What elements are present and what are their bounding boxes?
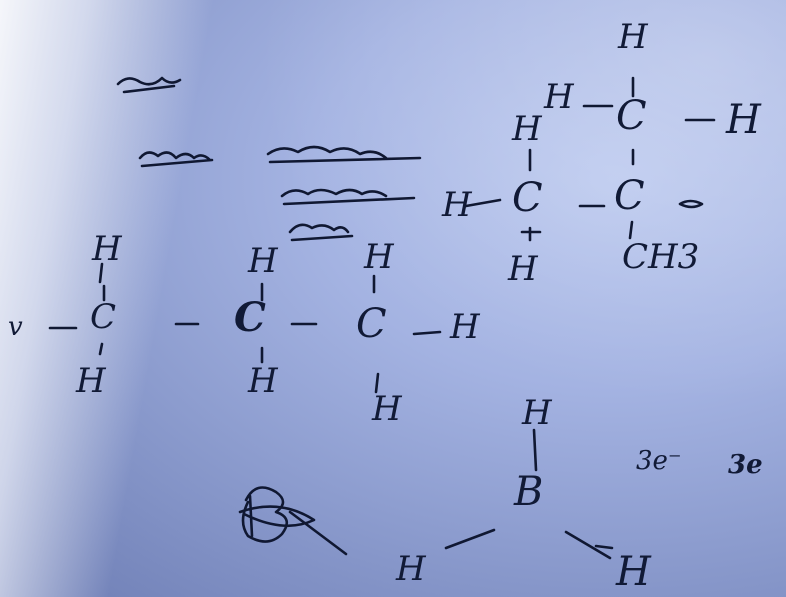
c-atom: C bbox=[512, 175, 543, 221]
scribble-ch3 bbox=[116, 76, 182, 94]
crossed-b-scribble bbox=[238, 486, 348, 556]
scribble-formula-2 bbox=[280, 188, 416, 206]
c-atom: C bbox=[616, 93, 647, 139]
scribble-c3h8-2 bbox=[288, 223, 354, 242]
electron-note: 3e⁻ bbox=[636, 446, 682, 476]
h-atom: H bbox=[508, 249, 538, 289]
h-atom: H bbox=[442, 185, 472, 225]
c-atom: C bbox=[90, 297, 117, 337]
h-atom: H bbox=[372, 389, 402, 429]
h-atom: H bbox=[512, 109, 542, 149]
c-atom: C bbox=[356, 301, 387, 347]
c-atom: C bbox=[234, 294, 266, 341]
b-atom: B bbox=[514, 469, 544, 515]
h-atom: H bbox=[76, 361, 106, 401]
h-atom: H bbox=[726, 97, 761, 143]
electron-note-bold: 3e bbox=[728, 450, 763, 480]
h-atom: H bbox=[618, 17, 648, 57]
h-atom: H bbox=[544, 77, 574, 117]
h-atom: H bbox=[364, 237, 394, 277]
ch3-group: CH3 bbox=[622, 237, 700, 277]
h-atom: H bbox=[522, 393, 552, 433]
c-atom: C bbox=[614, 173, 645, 219]
h-atom: H bbox=[396, 549, 426, 589]
scribble-c3h8 bbox=[138, 151, 214, 168]
h-atom: H bbox=[248, 241, 278, 281]
bond-stub: v bbox=[8, 312, 23, 342]
h-atom: H bbox=[248, 361, 278, 401]
h-atom: H bbox=[92, 229, 122, 269]
h-atom: H bbox=[616, 549, 651, 595]
h-atom: H bbox=[450, 307, 480, 347]
scribble-formula bbox=[266, 145, 422, 164]
